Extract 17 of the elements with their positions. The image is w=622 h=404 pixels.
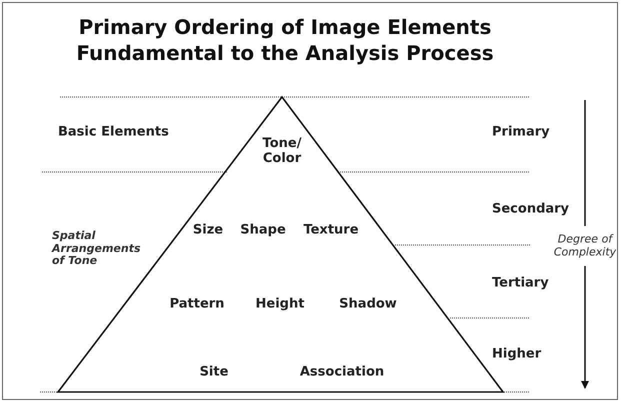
element-label: Texture bbox=[303, 224, 359, 238]
element-label: Shadow bbox=[339, 298, 397, 312]
element-label: Association bbox=[300, 366, 384, 380]
element-label: Size bbox=[192, 224, 224, 238]
level-label: Tertiary bbox=[492, 276, 549, 292]
level-label: Higher bbox=[492, 348, 542, 362]
element-label: Pattern bbox=[170, 298, 224, 312]
axis-label: Degree of Complexity bbox=[552, 233, 618, 259]
element-label: Site bbox=[200, 366, 228, 380]
title: Primary Ordering of Image Elements Fundamental to the Analysis Process bbox=[75, 14, 495, 66]
level-label: Secondary bbox=[492, 202, 570, 218]
row-label: Basic Elements bbox=[58, 126, 169, 140]
element-label: Shape bbox=[240, 224, 286, 238]
level-label: Primary bbox=[492, 126, 550, 140]
element-label: Height bbox=[256, 298, 304, 312]
element-label: Tone/ Color bbox=[262, 137, 302, 167]
group-label: Spatial Arrangements of Tone bbox=[52, 230, 142, 268]
